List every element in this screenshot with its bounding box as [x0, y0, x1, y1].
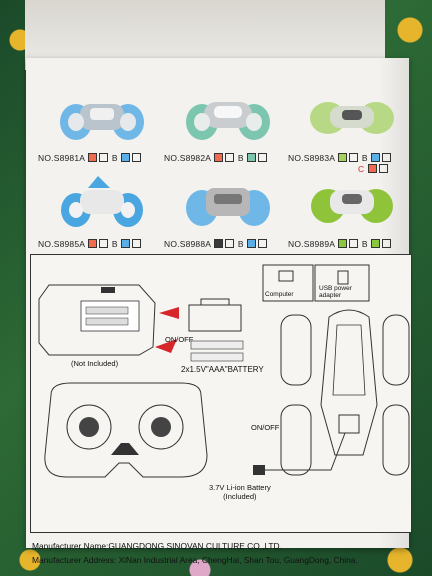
color-box-blue [371, 153, 381, 162]
checkbox-empty [382, 239, 392, 248]
on-off-label-car: ON/OFF [251, 423, 280, 432]
rc-car-image [60, 104, 144, 140]
checkbox-empty [258, 153, 268, 162]
manufacturer-name: Manufacturer Name:GUANGDONG SINOVAN CULT… [32, 541, 282, 551]
battery-label: 2x1.5V"AAA"BATTERY [181, 365, 264, 374]
package-back-panel: NO.S8981A B NO.S8982A B NO.S8983A B [26, 58, 412, 565]
model-number: NO.S8985A [38, 239, 85, 249]
model-number: NO.S8982A [164, 153, 211, 163]
model-number: NO.S8989A [288, 239, 335, 249]
color-box-blue [121, 153, 131, 162]
computer-label: Computer [265, 291, 294, 298]
color-box-red [88, 153, 98, 162]
checkbox-empty [99, 153, 109, 162]
checkbox-empty [225, 153, 235, 162]
checkbox-empty [382, 153, 392, 162]
color-box-red [88, 239, 98, 248]
model-s8988a: NO.S8988A B [164, 166, 284, 256]
color-box-black [214, 239, 224, 248]
diagram-drawing [38, 264, 410, 478]
rc-car-image [310, 102, 394, 134]
color-box-green [371, 239, 381, 248]
color-box-red [367, 164, 377, 173]
rc-car-image [186, 102, 270, 140]
color-box-blue [247, 239, 257, 248]
checkbox-empty [132, 239, 142, 248]
color-box-red [214, 153, 224, 162]
rc-car-image [311, 189, 393, 223]
usb-adapter-label: USB power adapter [319, 285, 352, 299]
color-box-green [338, 239, 348, 248]
model-number: NO.S8981A [38, 153, 85, 163]
rc-car-image [61, 176, 143, 227]
rc-car-image [186, 188, 270, 226]
model-s8982a: NO.S8982A B [164, 80, 284, 170]
model-s8989a: NO.S8989A B [288, 166, 408, 256]
color-box-green [338, 153, 348, 162]
model-number: NO.S8983A [288, 153, 335, 163]
color-box-teal [247, 153, 257, 162]
checkbox-empty [378, 164, 388, 173]
not-included-label: (Not Included) [71, 359, 119, 368]
checkbox-empty [349, 239, 359, 248]
checkbox-empty [258, 239, 268, 248]
model-s8981a: NO.S8981A B [38, 80, 158, 170]
checkbox-empty [132, 153, 142, 162]
instruction-diagram: ON/OFF (Not Included) 2x1.5V"AAA"BATTERY… [30, 254, 412, 533]
checkbox-empty [99, 239, 109, 248]
model-s8985a: NO.S8985A B [38, 166, 158, 256]
li-ion-battery-label: 3.7V Li-ion Battery (Included) [209, 483, 271, 501]
checkbox-empty [225, 239, 235, 248]
model-s8983a: NO.S8983A B C [288, 80, 408, 174]
manufacturer-address: Manufacturer Address: XiNan Industrial A… [32, 555, 358, 565]
model-number: NO.S8988A [164, 239, 211, 249]
on-off-label-remote: ON/OFF [165, 335, 194, 344]
color-box-blue [121, 239, 131, 248]
checkbox-empty [349, 153, 359, 162]
